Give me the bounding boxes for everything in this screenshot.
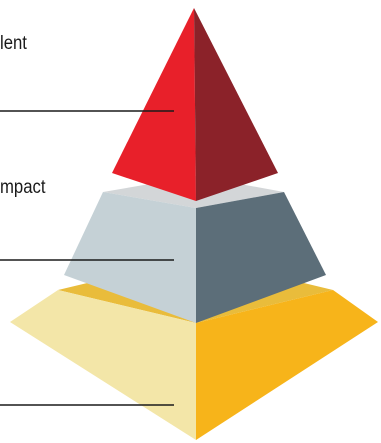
tier-top-right-face [194, 8, 278, 201]
level-label-top: lent [0, 33, 27, 54]
pyramid-tier-top [112, 8, 278, 201]
tier-bottom-left-face [10, 290, 196, 440]
tier-bottom-right-face [196, 290, 378, 440]
tier-top-left-face [112, 8, 196, 201]
tier-middle-right-face [196, 192, 326, 323]
level-label-middle: mpact [0, 177, 46, 198]
tier-middle-left-face [64, 192, 196, 323]
